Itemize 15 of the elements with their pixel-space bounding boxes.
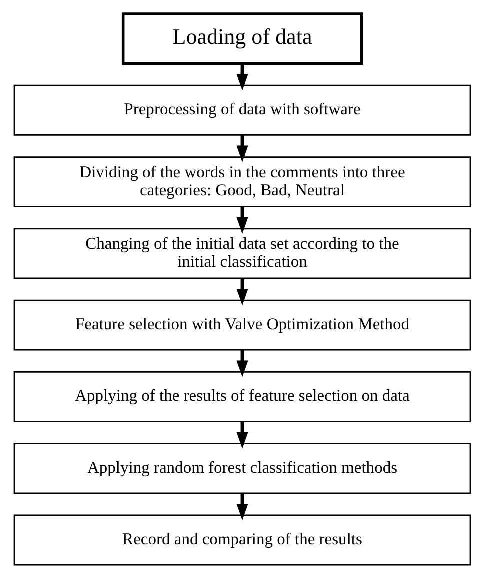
arrow [236, 494, 248, 521]
node-box: Dividing of the words in the comments into three categories: Good, Bad, Neutral [13, 156, 471, 208]
arrow [236, 350, 248, 378]
node-box: Applying of the results of feature selection on data [13, 371, 471, 422]
node-box: Feature selection with Valve Optimization Method [13, 300, 471, 351]
arrow [236, 136, 248, 162]
arrow [236, 207, 248, 234]
node-box: Changing of the initial data set according to the initial classification [13, 228, 471, 280]
node-box: Loading of data [121, 12, 363, 65]
node-box: Applying random forest classification methods [13, 443, 471, 494]
arrow [236, 422, 248, 449]
node-box: Preprocessing of data with software [13, 84, 471, 136]
arrow [236, 64, 248, 91]
arrow [236, 278, 248, 306]
node-box: Record and comparing of the results [13, 514, 471, 566]
